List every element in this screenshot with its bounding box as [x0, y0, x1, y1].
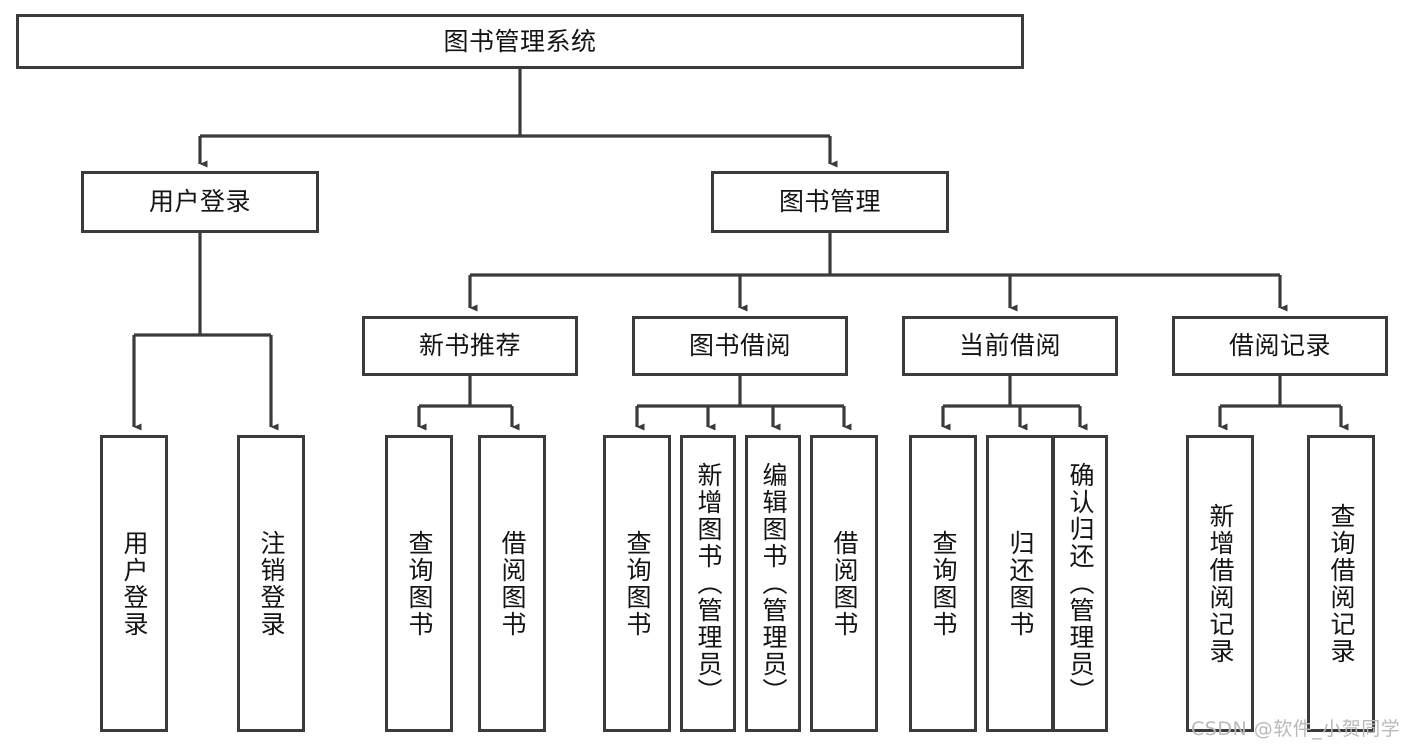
node-book-borrow[interactable]: 图书借阅: [632, 316, 848, 376]
node-leaf-return-book[interactable]: 归还图书: [986, 435, 1054, 732]
node-leaf-query-book-1[interactable]: 查询图书: [385, 435, 453, 732]
node-label: 图书借阅: [688, 331, 791, 361]
node-label: 新增借阅记录: [1206, 502, 1235, 665]
node-label: 查询借阅记录: [1327, 502, 1356, 665]
node-label: 用户登录: [148, 187, 251, 217]
node-user-login[interactable]: 用户登录: [81, 171, 319, 233]
node-new-book-rec[interactable]: 新书推荐: [362, 316, 578, 376]
node-book-manage[interactable]: 图书管理: [711, 171, 949, 233]
node-label: 图书管理: [778, 187, 881, 217]
node-borrow-record[interactable]: 借阅记录: [1172, 316, 1388, 376]
node-label: 借阅图书: [830, 529, 859, 638]
csdn-watermark: CSDN @软件_小贺同学: [1191, 718, 1401, 740]
node-label: 用户登录: [120, 529, 149, 638]
node-leaf-add-record[interactable]: 新增借阅记录: [1186, 435, 1254, 732]
node-label: 查询图书: [929, 529, 958, 638]
node-label: 编辑图书（管理员）: [759, 462, 788, 705]
node-leaf-confirm-return[interactable]: 确认归还（管理员）: [1052, 435, 1108, 732]
node-label: 归还图书: [1006, 529, 1035, 638]
node-leaf-user-logout[interactable]: 注销登录: [237, 435, 305, 732]
node-label: 借阅记录: [1228, 331, 1331, 361]
node-leaf-query-book-3[interactable]: 查询图书: [909, 435, 977, 732]
node-label: 新书推荐: [418, 331, 521, 361]
node-label: 确认归还（管理员）: [1066, 462, 1095, 705]
node-leaf-query-book-2[interactable]: 查询图书: [603, 435, 671, 732]
node-leaf-query-record[interactable]: 查询借阅记录: [1307, 435, 1375, 732]
node-leaf-user-login[interactable]: 用户登录: [100, 435, 168, 732]
node-label: 新增图书（管理员）: [694, 462, 723, 705]
node-label: 查询图书: [623, 529, 652, 638]
node-leaf-borrow-book-1[interactable]: 借阅图书: [478, 435, 546, 732]
node-current-borrow[interactable]: 当前借阅: [902, 316, 1118, 376]
node-leaf-add-book[interactable]: 新增图书（管理员）: [680, 435, 736, 732]
node-label: 借阅图书: [498, 529, 527, 638]
node-label: 图书管理系统: [443, 26, 597, 56]
node-label: 注销登录: [257, 529, 286, 638]
node-label: 当前借阅: [958, 331, 1061, 361]
node-label: 查询图书: [405, 529, 434, 638]
node-leaf-edit-book[interactable]: 编辑图书（管理员）: [745, 435, 801, 732]
node-root-system[interactable]: 图书管理系统: [16, 14, 1024, 69]
node-leaf-borrow-book-2[interactable]: 借阅图书: [810, 435, 878, 732]
